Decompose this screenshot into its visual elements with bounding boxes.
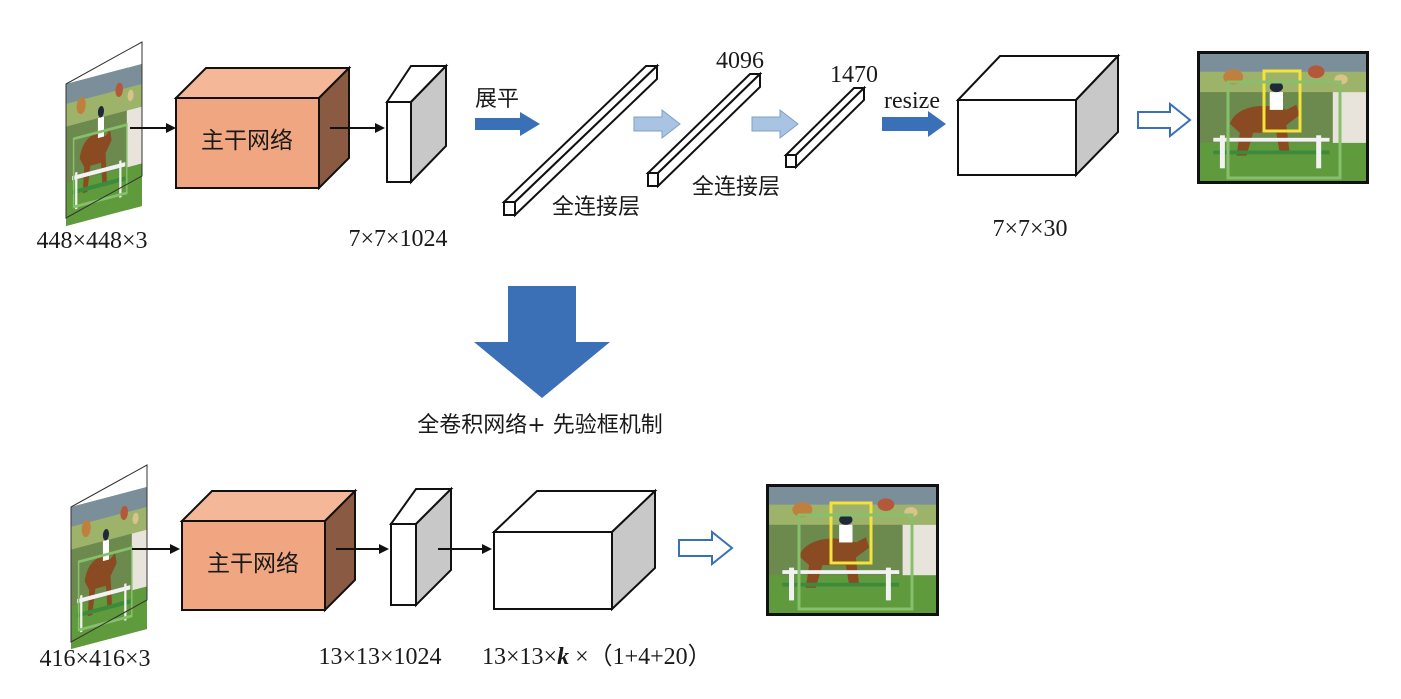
bottom-output-dims: 13×13×k ×（1+4+20） <box>482 644 712 670</box>
top-result-image <box>1197 51 1369 184</box>
top-output-block <box>955 53 1121 178</box>
resize-arrow <box>882 111 946 137</box>
bottom-output-block <box>491 488 658 612</box>
fc1-size: 4096 <box>716 48 764 74</box>
top-feature-dims: 7×7×1024 <box>348 226 447 252</box>
bottom-backbone-label: 主干网络 <box>207 551 299 577</box>
bottom-input-image <box>70 464 148 649</box>
top-input-image <box>65 41 143 226</box>
flatten-arrow <box>475 112 540 136</box>
fc-output-bar <box>783 85 867 170</box>
bottom-output-dims-prefix: 13×13× <box>482 644 557 670</box>
resize-label: resize <box>884 88 940 114</box>
fc1-fc2-arrow <box>633 108 681 140</box>
bottom-result-image <box>766 484 939 616</box>
fc2-label: 全连接层 <box>692 175 780 200</box>
top-feature-block <box>385 63 449 185</box>
top-backbone-label: 主干网络 <box>201 128 293 154</box>
bottom-output-dims-suffix: ×（1+4+20） <box>569 644 712 670</box>
transition-label: 全卷积网络+ 先验框机制 <box>417 413 662 438</box>
bottom-feature-block <box>389 486 454 608</box>
flatten-label: 展平 <box>475 87 519 112</box>
bottom-backbone-block: 主干网络 <box>179 488 358 613</box>
bottom-feature-dims: 13×13×1024 <box>318 644 441 670</box>
top-input-dims: 448×448×3 <box>36 228 147 254</box>
fc1-bar <box>501 63 660 218</box>
fc1-label: 全连接层 <box>552 195 640 220</box>
bottom-output-dims-var: k <box>557 644 569 670</box>
fc2-size: 1470 <box>830 62 878 88</box>
transition-big-arrow <box>474 286 610 398</box>
bottom-result-arrow <box>678 529 734 567</box>
fc2-bar <box>645 71 763 189</box>
top-result-arrow <box>1137 101 1192 139</box>
fc2-out-arrow <box>751 108 799 140</box>
top-output-dims: 7×7×30 <box>992 216 1067 242</box>
top-backbone-block: 主干网络 <box>173 65 352 191</box>
bottom-input-dims: 416×416×3 <box>39 646 150 672</box>
